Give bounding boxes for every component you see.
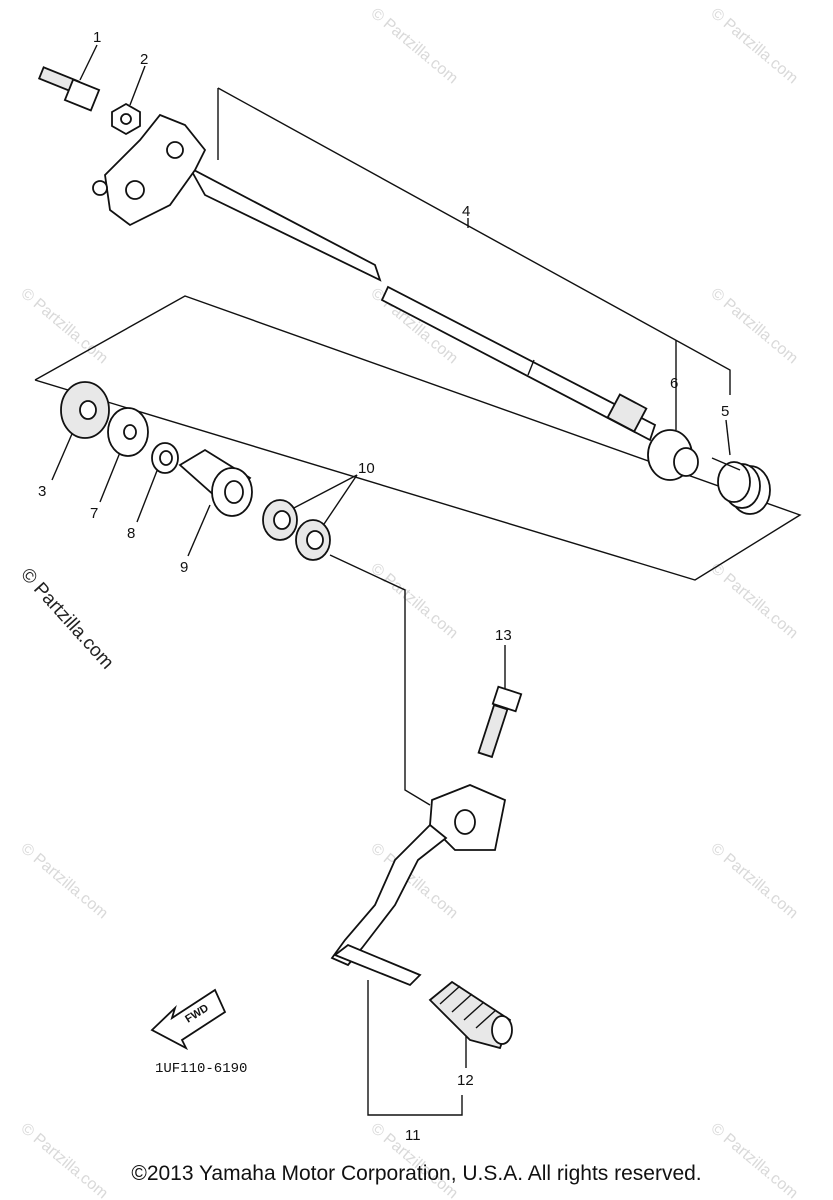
bolt-part-1: [37, 66, 101, 112]
callout-13: 13: [495, 627, 512, 644]
assembly-frame-lines: [34, 87, 802, 581]
watermark: © Partzilla.com: [17, 840, 111, 922]
watermark: © Partzilla.com: [17, 285, 111, 367]
callout-11: 11: [405, 1127, 421, 1144]
nut-part-2: [111, 102, 141, 136]
callout-4: 4: [462, 203, 470, 220]
bolt-part-13: [477, 685, 523, 759]
callout-6: 6: [670, 375, 678, 392]
watermark: © Partzilla.com: [367, 5, 461, 87]
circlip-part-8: [151, 442, 179, 474]
watermark: © Partzilla.com: [707, 560, 801, 642]
callout-7: 7: [90, 505, 98, 522]
callout-10: 10: [358, 460, 375, 477]
callout-5: 5: [721, 403, 729, 420]
callout-1: 1: [93, 29, 101, 46]
callout-12: 12: [457, 1072, 474, 1089]
watermark: © Partzilla.com: [17, 1120, 111, 1200]
watermark: © Partzilla.com: [707, 840, 801, 922]
callout-8: 8: [127, 525, 135, 542]
collar-part-6: [647, 429, 699, 481]
watermark-main: © Partzilla.com: [16, 564, 117, 673]
washer-part-7: [107, 407, 149, 457]
callout-2: 2: [140, 51, 148, 68]
watermark: © Partzilla.com: [367, 560, 461, 642]
copyright-notice: ©2013 Yamaha Motor Corporation, U.S.A. A…: [131, 1162, 702, 1185]
oil-seal-part-10: [262, 499, 331, 561]
fwd-arrow: FWD: [150, 988, 227, 1051]
figure-code: 1UF110-6190: [155, 1061, 247, 1077]
watermark: © Partzilla.com: [707, 285, 801, 367]
collar-part-9: [178, 448, 253, 517]
watermark: © Partzilla.com: [707, 1120, 801, 1200]
leader-lines: [51, 44, 731, 1116]
callout-3: 3: [38, 483, 46, 500]
callout-9: 9: [180, 559, 188, 576]
pedal-rubber-part-12: [428, 980, 513, 1050]
watermark: © Partzilla.com: [707, 5, 801, 87]
callouts: 1 2 3 4 5 6 7 8 9 10 11 12 13: [38, 29, 729, 1144]
shift-pedal-part-11: [330, 784, 507, 987]
washer-part-3: [60, 381, 110, 439]
shift-shaft: [92, 113, 657, 442]
spring-part-5: [711, 457, 771, 515]
